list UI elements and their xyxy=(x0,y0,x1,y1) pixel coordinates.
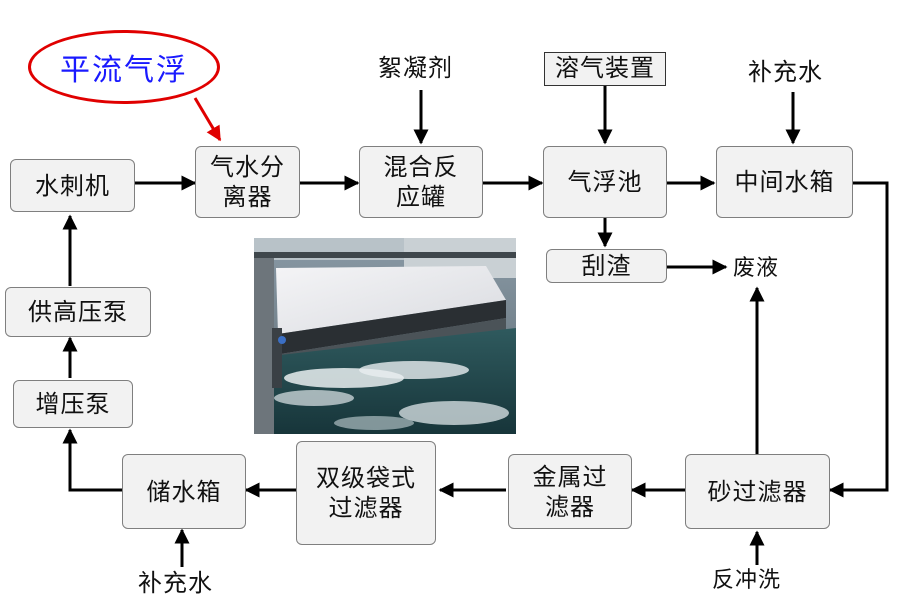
bag-filter-label-line1: 双级袋式 xyxy=(316,464,416,492)
storage-tank-label: 储水箱 xyxy=(146,477,222,506)
arrow-tank-to-sand-filter xyxy=(828,181,889,498)
makeup-water-top-label: 补充水 xyxy=(748,58,823,86)
flocculant-label: 絮凝剂 xyxy=(378,54,453,82)
bag-filter-label-line2: 过滤器 xyxy=(328,494,404,522)
spunlace-machine-label: 水刺机 xyxy=(35,171,110,200)
flotation-tank-photo-art xyxy=(254,238,516,434)
makeup-water-bottom-label: 补充水 xyxy=(138,569,213,597)
storage-tank-box: 储水箱 xyxy=(122,454,246,529)
booster-pump-box: 增压泵 xyxy=(13,380,133,428)
arrow-storage-to-booster xyxy=(62,428,122,492)
title-oval: 平流气浮 xyxy=(28,30,220,104)
intermediate-tank-label: 中间水箱 xyxy=(734,168,835,196)
separator-label-line1: 气水分 xyxy=(210,153,285,181)
backwash-label: 反冲洗 xyxy=(712,568,782,593)
flotation-tank-photo xyxy=(254,238,516,434)
air-dissolving-device-label: 溶气装置 xyxy=(544,52,666,86)
sand-filter-label: 砂过滤器 xyxy=(707,477,808,506)
mixer-label-line2: 应罐 xyxy=(396,183,446,211)
diagram-title: 平流气浮 xyxy=(60,53,188,88)
slag-scraping-label: 刮渣 xyxy=(581,252,632,280)
metal-filter-label-line1: 金属过 xyxy=(532,462,608,491)
sand-filter-box: 砂过滤器 xyxy=(685,454,830,529)
waste-liquid-label: 废液 xyxy=(733,256,780,281)
supply-pump-label: 供高压泵 xyxy=(28,298,128,326)
double-bag-filter-box: 双级袋式 过滤器 xyxy=(296,441,436,545)
metal-filter-box: 金属过 滤器 xyxy=(508,454,632,529)
slag-scraping-box: 刮渣 xyxy=(546,249,667,283)
metal-filter-label-line2: 滤器 xyxy=(545,492,595,521)
flotation-tank-box: 气浮池 xyxy=(543,146,667,218)
mixing-reaction-tank-box: 混合反 应罐 xyxy=(359,146,483,218)
high-pressure-supply-pump-box: 供高压泵 xyxy=(5,287,151,337)
flotation-tank-label: 气浮池 xyxy=(567,168,643,196)
mixer-label-line1: 混合反 xyxy=(383,153,459,181)
gas-water-separator-box: 气水分 离器 xyxy=(195,146,300,218)
separator-label-line2: 离器 xyxy=(222,183,273,211)
title-pointer-arrow xyxy=(193,97,222,142)
spunlace-machine-box: 水刺机 xyxy=(10,159,135,212)
booster-pump-label: 增压泵 xyxy=(35,390,111,418)
intermediate-water-tank-box: 中间水箱 xyxy=(716,146,853,218)
